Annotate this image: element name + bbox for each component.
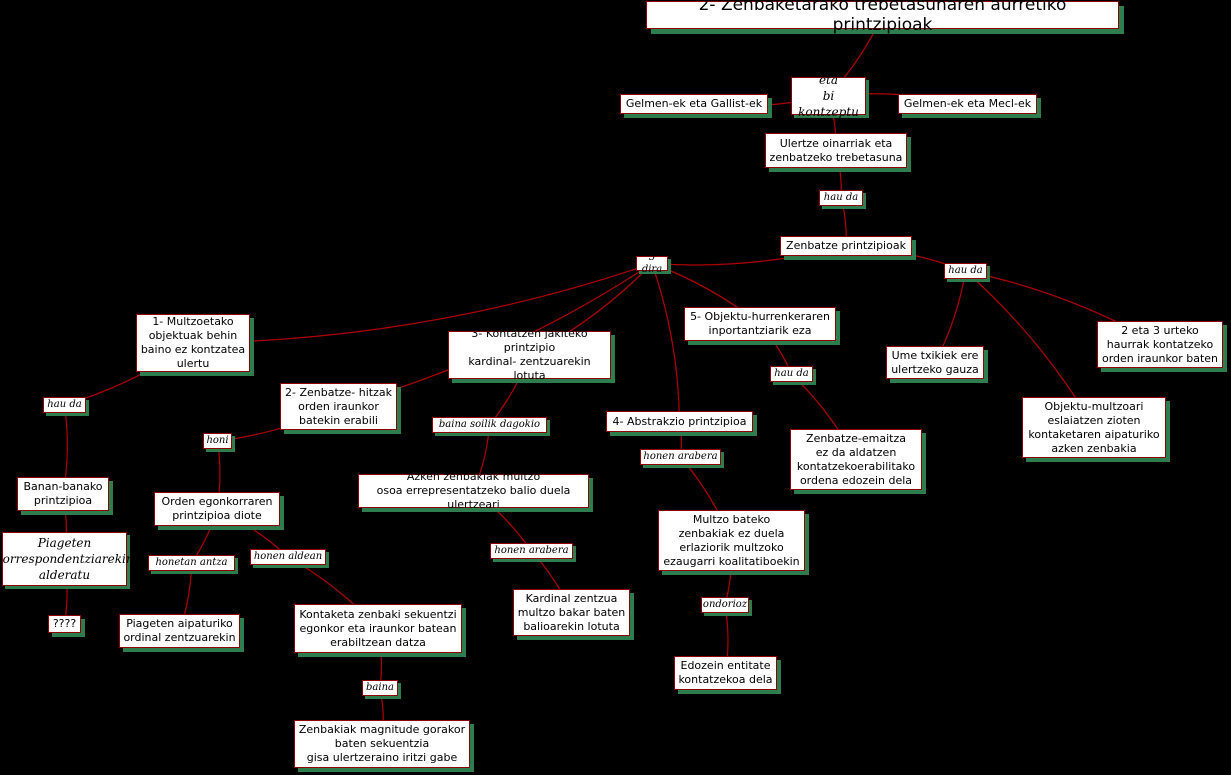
label-honen-aldean[interactable]: honen aldean xyxy=(250,549,326,565)
label-hau-da-4[interactable]: hau da xyxy=(770,366,813,382)
label-ondorioz[interactable]: ondorioz xyxy=(701,597,749,613)
node-magnitude[interactable]: Zenbakiak magnitude gorakor baten sekuen… xyxy=(294,720,470,768)
node-ume-txikiek[interactable]: Ume txikiek ere ulertzeko gauza xyxy=(886,346,984,379)
label-baina[interactable]: baina xyxy=(362,680,398,696)
node-principle-2[interactable]: 2- Zenbatze- hitzak orden iraunkor batek… xyxy=(280,383,397,430)
node-zenbatze-printzipioak[interactable]: Zenbatze printzipioak xyxy=(780,236,912,256)
node-orden-egonkorraren[interactable]: Orden egonkorraren printzipioa diote xyxy=(154,492,280,526)
node-banan-banako[interactable]: Banan-banako printzipioa xyxy=(17,477,109,511)
node-haurrak[interactable]: 2 eta 3 urteko haurrak kontatzeko orden … xyxy=(1097,321,1223,368)
node-question-marks[interactable]: ???? xyxy=(48,615,81,633)
node-edozein-entitate[interactable]: Edozein entitate kontatzekoa dela xyxy=(674,656,777,690)
node-azken-zenbakiak[interactable]: Azken zenbakiak multzo osoa errepresenta… xyxy=(358,470,589,511)
node-piageten-korrespondentzia[interactable]: Piageten korrespondentziarekin alderatu xyxy=(0,532,134,586)
node-piageten-aipaturiko[interactable]: Piageten aipaturiko ordinal zentzuarekin xyxy=(119,614,240,648)
node-zenbatze-emaitza[interactable]: Zenbatze-emaitza ez da aldatzen kontatze… xyxy=(790,429,922,490)
node-gelmen-gallist[interactable]: Gelmen-ek eta Gallist-ek xyxy=(620,94,768,114)
node-kardinal-zentzua[interactable]: Kardinal zentzua multzo bakar baten bali… xyxy=(513,589,630,636)
label-5-dira[interactable]: 5 dira xyxy=(636,252,668,275)
connector-dira-p4 xyxy=(651,263,681,422)
label-hau-da-3[interactable]: hau da xyxy=(43,397,86,413)
label-hau-da-1[interactable]: hau da xyxy=(819,190,863,206)
node-kontaketa[interactable]: Kontaketa zenbaki sekuentzi egonkor eta … xyxy=(294,604,462,653)
node-eslaiatzen[interactable]: Objektu-multzoari eslaiatzen zioten kont… xyxy=(1022,397,1166,458)
label-honi[interactable]: honi xyxy=(203,433,232,449)
label-honen-arabera-1[interactable]: honen arabera xyxy=(490,543,573,559)
node-principle-5[interactable]: 5- Objektu-hurrenkeraren inportantziarik… xyxy=(684,307,836,341)
node-principle-1[interactable]: 1- Multzoetako objektuak behin baino ez … xyxy=(136,314,250,372)
label-hau-da-2[interactable]: hau da xyxy=(944,263,987,279)
node-principle-3[interactable]: 3- Kontatzen jakiteko printzipio kardina… xyxy=(448,327,611,382)
node-principle-4[interactable]: 4- Abstrakzio printzipioa xyxy=(606,411,753,432)
connector-dira-p1 xyxy=(192,262,653,344)
node-ulertze[interactable]: Ulertze oinarriak eta zenbatzeko trebeta… xyxy=(765,133,907,168)
node-multzo-bateko[interactable]: Multzo bateko zenbakiak ez duela erlazio… xyxy=(658,510,805,571)
map-title[interactable]: 2- Zenbaketarako trebetasunaren aurretik… xyxy=(646,0,1119,35)
node-gelmen-mecl[interactable]: Gelmen-ek eta Mecl-ek xyxy=(898,94,1037,114)
node-bi-kontzeptu[interactable]: eta bi kontzeptu xyxy=(791,73,866,119)
label-honetan-antza[interactable]: honetan antza xyxy=(148,555,235,571)
label-baina-soilik-dagokio[interactable]: baina soilik dagokio xyxy=(432,417,547,433)
label-honen-arabera-2[interactable]: honen arabera xyxy=(640,449,721,465)
